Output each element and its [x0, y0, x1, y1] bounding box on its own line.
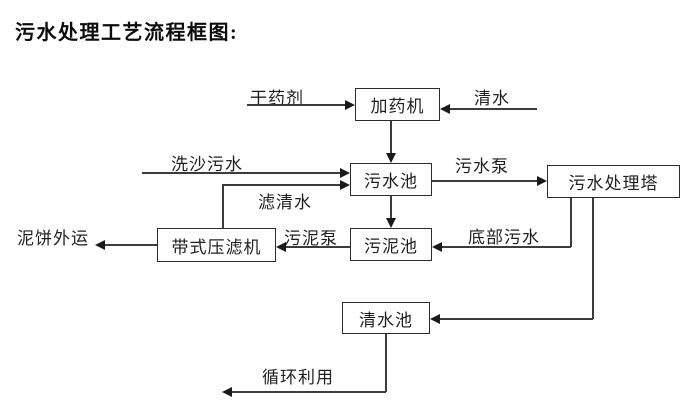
edge-label-recycle: 循环利用 — [262, 368, 334, 387]
edge-label-filtered-water: 滤清水 — [258, 193, 312, 212]
edge-dry-agent-line — [247, 104, 345, 106]
edge-label-sewage-pump: 污水泵 — [455, 157, 509, 176]
edge-mud-cake-arrowhead-icon — [95, 240, 105, 250]
node-belt-filter-press-label: 带式压滤机 — [171, 237, 262, 257]
edge-sewage-to-sludge-arrowhead-icon — [386, 218, 396, 228]
edge-filtered-water-hline — [222, 184, 340, 186]
edge-recycle-arrowhead-icon — [222, 387, 232, 397]
page-title: 污水处理工艺流程框图: — [15, 22, 239, 44]
edge-dosing-to-sewage-line — [390, 121, 392, 155]
node-dosing-machine-label: 加药机 — [370, 97, 425, 116]
edge-sand-washing-line — [142, 172, 340, 174]
edge-sludge-pump-line — [286, 246, 350, 248]
edge-sewage-to-sludge-line — [390, 196, 392, 220]
node-clear-water-pool: 清水池 — [342, 302, 430, 334]
edge-label-clear-water: 清水 — [474, 89, 510, 108]
edge-dry-agent-arrowhead-icon — [345, 100, 355, 110]
edge-bottom-sewage-arrowhead-icon — [432, 242, 442, 252]
node-clear-water-pool-label: 清水池 — [359, 310, 413, 330]
edge-mud-cake-line — [105, 244, 157, 246]
edge-tower-to-clear-vline — [592, 198, 594, 319]
edge-sewage-pump-line — [432, 180, 537, 182]
edge-recycle-hline — [232, 391, 386, 393]
edge-label-mud-cake-out: 泥饼外运 — [17, 229, 89, 248]
node-sewage-pool: 污水池 — [350, 163, 432, 196]
edge-tower-to-clear-hline — [440, 318, 593, 320]
node-dosing-machine: 加药机 — [355, 88, 440, 121]
edge-bottom-sewage-vline — [570, 198, 572, 247]
node-sludge-pool-label: 污泥池 — [364, 237, 418, 256]
node-sewage-pool-label: 污水池 — [364, 172, 418, 191]
edge-clear-water-line — [450, 108, 537, 110]
edge-clear-water-arrowhead-icon — [440, 104, 450, 114]
edge-label-bottom-sewage: 底部污水 — [468, 228, 540, 247]
edge-label-sand-washing-sewage: 洗沙污水 — [171, 155, 243, 174]
node-treatment-tower-label: 污水处理塔 — [568, 174, 659, 193]
edge-filtered-water-arrowhead-icon — [340, 180, 350, 190]
edge-recycle-vline — [385, 334, 387, 392]
edge-filtered-water-vline — [222, 184, 224, 228]
node-belt-filter-press: 带式压滤机 — [157, 228, 276, 262]
edge-label-sludge-pump: 污泥泵 — [284, 229, 338, 248]
edge-tower-to-clear-arrowhead-icon — [430, 314, 440, 324]
edge-label-dry-agent: 干药剂 — [250, 89, 304, 108]
edge-sludge-pump-arrowhead-icon — [276, 242, 286, 252]
node-sludge-pool: 污泥池 — [350, 228, 432, 261]
node-treatment-tower: 污水处理塔 — [547, 165, 680, 198]
edge-sand-washing-arrowhead-icon — [340, 168, 350, 178]
edge-dosing-to-sewage-arrowhead-icon — [386, 153, 396, 163]
edge-bottom-sewage-hline — [442, 246, 571, 248]
edge-sewage-pump-arrowhead-icon — [537, 176, 547, 186]
